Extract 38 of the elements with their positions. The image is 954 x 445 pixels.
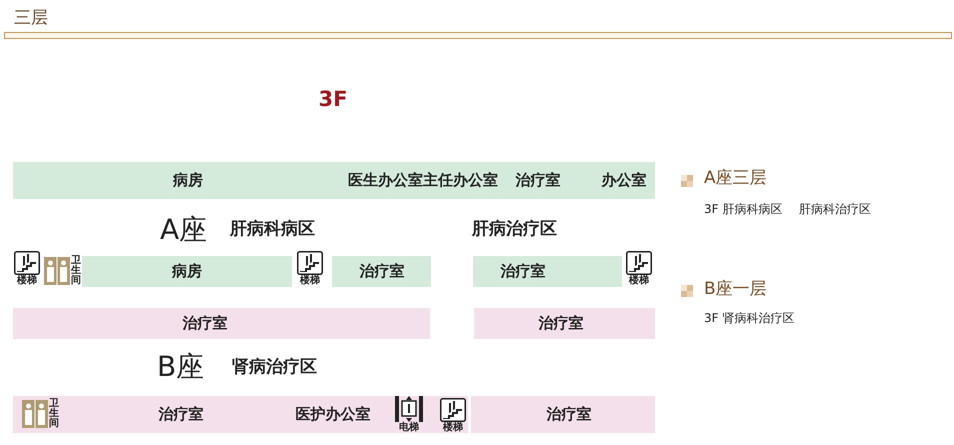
room-label: 办公室	[602, 173, 646, 188]
room-label: 治疗室	[182, 316, 228, 331]
icon-caption: 楼梯	[629, 276, 649, 286]
room-label: 医生办公室主任办公室	[348, 173, 498, 188]
room-label: 治疗室	[500, 264, 546, 279]
ward-label: 肝病治疗区	[472, 221, 557, 238]
room-label: 病房	[172, 264, 202, 279]
ward-label: 肝病科病区	[230, 221, 315, 238]
icon-caption: 楼梯	[300, 276, 320, 286]
legend-heading: A座三层	[704, 170, 767, 187]
floor-label: 3F	[318, 89, 348, 110]
legend-text: 3F 肝病科病区	[704, 203, 782, 215]
icon-caption: 电梯	[399, 423, 419, 433]
page-title: 三层	[14, 7, 48, 29]
building-label: A座	[160, 216, 208, 244]
room-band	[474, 308, 655, 339]
room-label: 治疗室	[546, 407, 592, 422]
icon-caption: 楼梯	[443, 423, 463, 433]
ward-label: 肾病治疗区	[232, 359, 317, 376]
room-label: 治疗室	[538, 316, 584, 331]
room-band	[332, 256, 431, 287]
icon-caption: 楼梯	[17, 276, 37, 286]
legend-text: 肝病科治疗区	[799, 203, 871, 215]
icon-caption: 卫生间	[49, 399, 59, 429]
room-band	[471, 396, 655, 433]
legend-heading: B座一层	[704, 281, 767, 298]
room-label: 治疗室	[158, 407, 204, 422]
room-label: 病房	[173, 173, 203, 188]
room-band	[13, 162, 655, 199]
legend-text: 3F 肾病科治疗区	[704, 312, 794, 324]
room-label: 治疗室	[516, 173, 560, 188]
icon-caption: 卫生间	[71, 256, 81, 286]
room-band	[13, 308, 430, 339]
room-band	[473, 256, 622, 287]
room-label: 治疗室	[360, 264, 404, 279]
room-band	[82, 256, 292, 287]
room-label: 医护办公室	[296, 407, 370, 422]
building-label: B座	[157, 353, 204, 381]
